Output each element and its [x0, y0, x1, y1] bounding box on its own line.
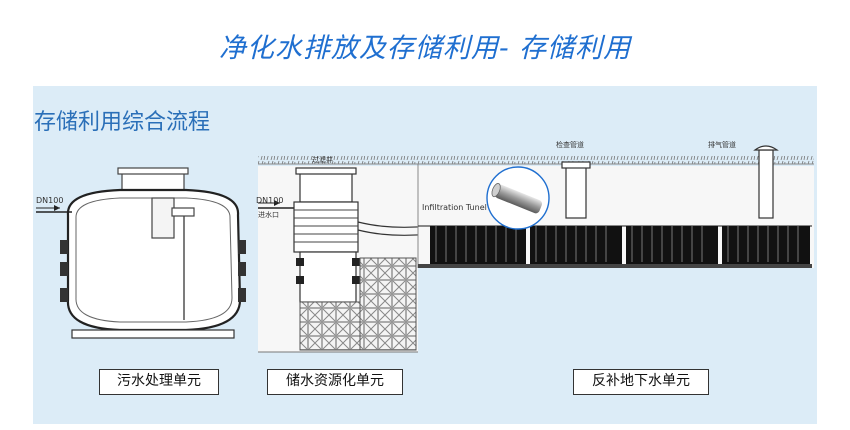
- label-infiltration: Infiltration Tunel: [422, 203, 487, 212]
- sewage-tank: [36, 167, 246, 339]
- storage-unit: [258, 156, 431, 353]
- page-title: 净化水排放及存储利用- 存储利用: [218, 33, 632, 64]
- unit-label-recharge: 反补地下水单元: [573, 369, 709, 395]
- infiltration-tunnel: [418, 226, 812, 268]
- recharge-unit: [417, 145, 814, 268]
- label-inlet: 进水口: [258, 210, 279, 219]
- pipe-icon: [491, 183, 543, 214]
- label-dn100-left: DN100: [36, 196, 63, 205]
- label-exhaust-pipe: 排气管道: [708, 140, 736, 149]
- label-inspection-pipe: 检查管道: [556, 140, 584, 149]
- label-filter-well: 过滤井: [312, 155, 333, 164]
- unit-label-sewage: 污水处理单元: [99, 369, 219, 395]
- label-dn100-mid: DN100: [256, 196, 283, 205]
- unit-label-storage: 储水资源化单元: [267, 369, 403, 395]
- diagram-subtitle: 存储利用综合流程: [34, 110, 211, 135]
